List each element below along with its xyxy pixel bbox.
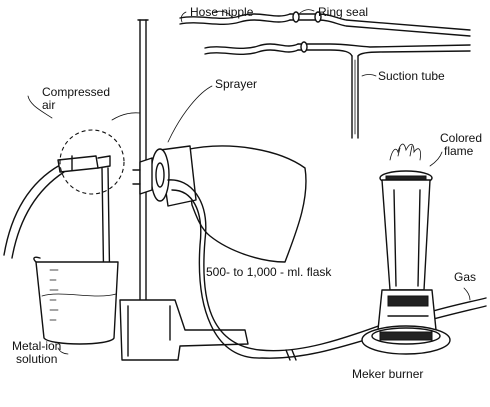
label-suction-tube: Suction tube (378, 69, 445, 83)
beaker (33, 256, 119, 355)
label-ring-seal: Ring seal (318, 5, 369, 19)
label-metal-ion-1: Metal-ion (12, 339, 62, 353)
label-metal-ion-2: solution (16, 352, 58, 366)
label-compressed-air-2: air (42, 98, 56, 112)
label-colored-flame-2: flame (444, 144, 474, 158)
label-colored-flame-1: Colored (440, 131, 483, 145)
flask (132, 145, 307, 263)
label-flask: 500- to 1,000 - ml. flask (206, 265, 332, 279)
sprayer-detail (179, 9, 471, 139)
label-compressed-air-1: Compressed (42, 85, 111, 99)
label-sprayer: Sprayer (215, 77, 258, 91)
label-gas: Gas (454, 270, 477, 284)
label-hose-nipple: Hose nipple (190, 5, 254, 19)
meker-burner (361, 143, 451, 355)
label-meker-burner: Meker burner (352, 367, 424, 381)
sprayer-leader (167, 85, 213, 143)
